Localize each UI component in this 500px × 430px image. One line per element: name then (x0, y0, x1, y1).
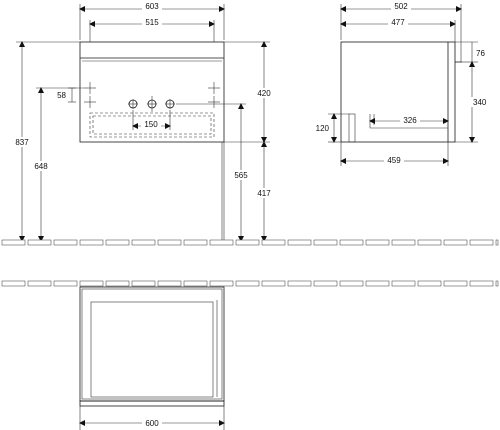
dim-120: 120 (316, 124, 330, 133)
floor-tile (235, 280, 260, 287)
floor-tile (157, 239, 182, 246)
floor-tile (313, 239, 338, 246)
dim-58: 58 (57, 91, 66, 100)
floor-tile (157, 280, 182, 287)
front-cabinet-body (79, 41, 225, 143)
front-view: 603 515 420 837 648 58 150 (12, 2, 274, 242)
floor-tile (27, 280, 52, 287)
floor-tile (469, 239, 494, 246)
floor-tile (391, 280, 416, 287)
plan-view: 600 (79, 286, 225, 430)
floor-tile (105, 239, 130, 246)
floor-tile (27, 239, 52, 246)
dim-420: 420 (257, 89, 271, 98)
floor-tile (79, 280, 104, 287)
floor-tile (1, 239, 26, 246)
front-drawer-outline (89, 112, 215, 138)
dim-515: 515 (145, 18, 159, 27)
dim-459: 459 (387, 156, 401, 165)
dim-502: 502 (394, 2, 408, 11)
floor-tile (53, 239, 78, 246)
dim-477: 477 (391, 18, 405, 27)
floor-tile (313, 280, 338, 287)
floor-tiles-lower (1, 280, 499, 287)
floor-tile (261, 239, 286, 246)
floor-tile (391, 239, 416, 246)
floor-tile (131, 239, 156, 246)
floor-tile (495, 239, 499, 246)
floor-tile (287, 239, 312, 246)
floor-tile (287, 280, 312, 287)
floor-tile (1, 280, 26, 287)
side-view: 502 477 76 340 120 326 459 (313, 2, 491, 166)
dim-565: 565 (234, 171, 248, 180)
floor-tile (209, 280, 234, 287)
floor-tile (183, 239, 208, 246)
side-cabinet-body (340, 41, 456, 143)
dim-648: 648 (34, 162, 48, 171)
floor-tile (53, 280, 78, 287)
floor-tile (417, 280, 442, 287)
floor-tile (339, 239, 364, 246)
floor-tile (469, 280, 494, 287)
dim-150: 150 (144, 120, 158, 129)
floor-tile (339, 280, 364, 287)
dim-326: 326 (403, 116, 417, 125)
dim-837: 837 (15, 138, 29, 147)
floor-tile (209, 239, 234, 246)
plan-cabinet-outline (79, 286, 225, 402)
dim-600: 600 (145, 419, 159, 428)
floor-tile (261, 280, 286, 287)
floor-tile (495, 280, 499, 287)
plan-basin (90, 301, 214, 398)
floor-tile (417, 239, 442, 246)
floor-tile (105, 280, 130, 287)
floor-tile (235, 239, 260, 246)
floor-tile (79, 239, 104, 246)
tap-holes (128, 96, 175, 112)
dim-603: 603 (145, 2, 159, 11)
dim-340: 340 (473, 98, 487, 107)
floor-tile (365, 280, 390, 287)
floor-tile (443, 280, 468, 287)
floor-tile (183, 280, 208, 287)
floor-tile (131, 280, 156, 287)
mounting-marks (84, 82, 220, 108)
floor-tile (365, 239, 390, 246)
floor-tiles-upper (1, 239, 499, 246)
dim-417: 417 (257, 189, 271, 198)
floor-tile (443, 239, 468, 246)
dim-76: 76 (476, 49, 485, 58)
